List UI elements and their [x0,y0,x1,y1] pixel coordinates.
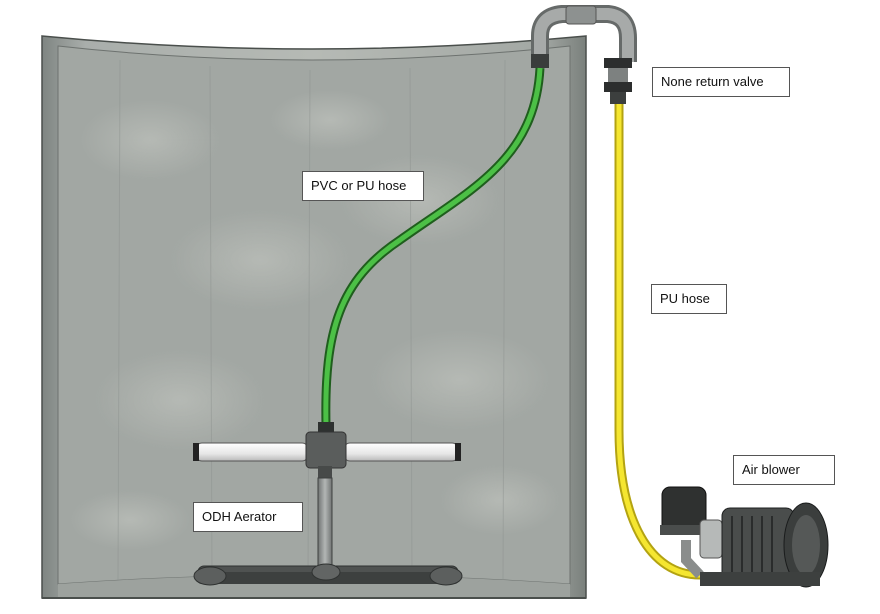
aerator-assembly [193,422,463,586]
tank-texture [70,90,560,550]
label-odh-aerator: ODH Aerator [193,502,303,532]
label-pu-hose: PU hose [651,284,727,314]
air-blower [660,486,829,588]
top-pipe-fittings [531,5,637,68]
label-non-return-valve: None return valve [652,67,790,97]
diffuser-left [195,442,309,462]
non-return-valve [604,58,632,104]
diffuser-right [343,442,459,462]
label-pvc-or-pu-hose: PVC or PU hose [302,171,424,201]
label-air-blower: Air blower [733,455,835,485]
